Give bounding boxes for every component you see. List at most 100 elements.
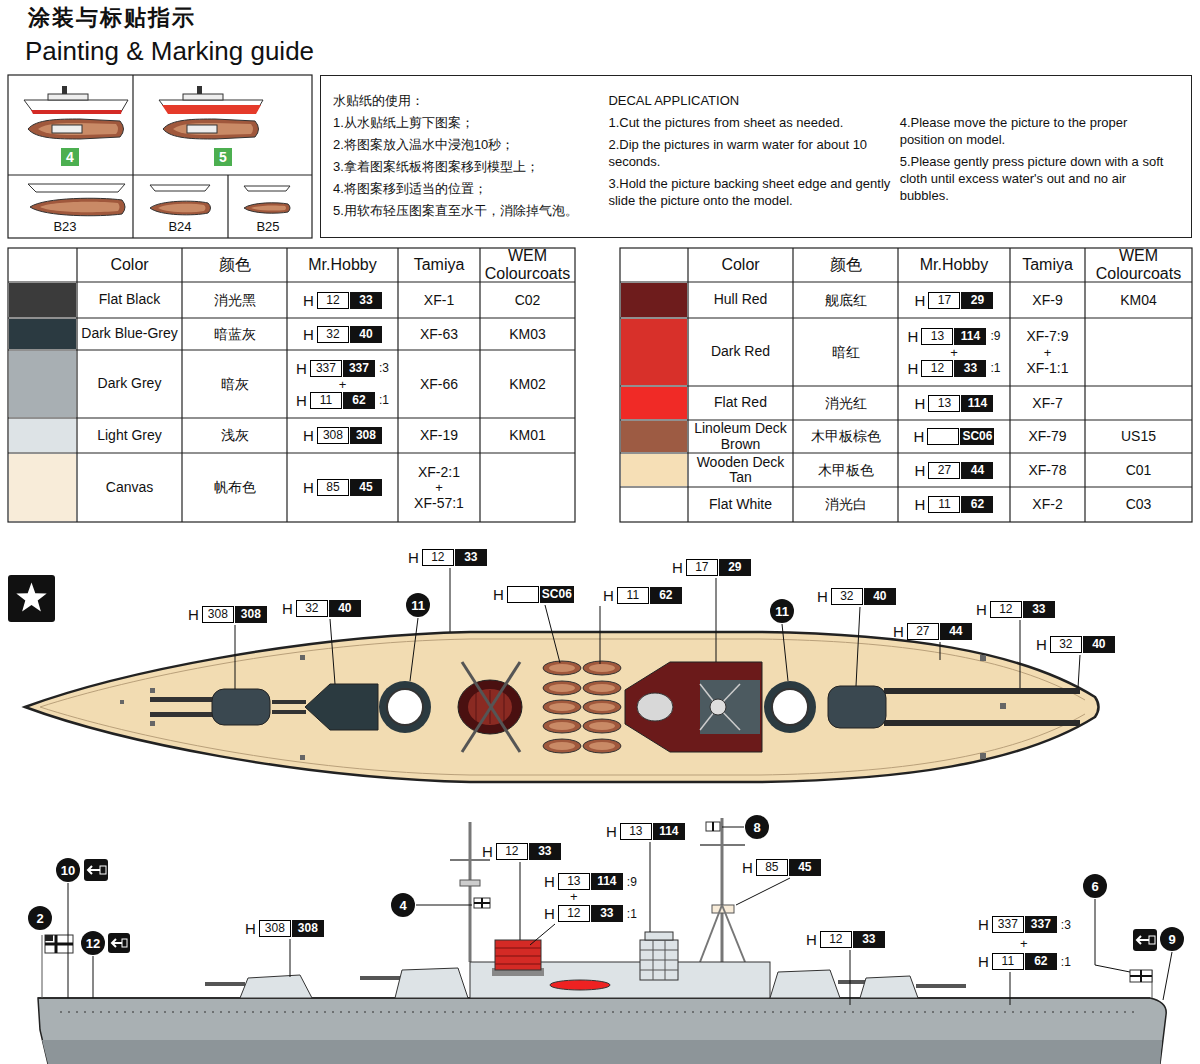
label-wrap: B24: [150, 219, 210, 234]
table-cell: 浅灰: [183, 419, 286, 452]
legend-text: Hull Red: [714, 292, 768, 307]
legend-cell: Dark Grey: [78, 351, 181, 417]
paint-brand: H: [915, 395, 926, 412]
instruction-text: 3.Hold the picture backing sheet edge an…: [608, 175, 891, 209]
paint-code-number: 114: [961, 395, 993, 412]
paint-brand: H: [908, 360, 919, 377]
paint-code: H1162: [603, 587, 682, 604]
paint-code-number: 12: [317, 292, 349, 309]
paint-brand: H: [1036, 636, 1047, 653]
paint-brand: H: [915, 462, 926, 479]
callout-number: 8: [745, 815, 769, 839]
paint-code-number: SC06: [540, 586, 574, 603]
table-cell-text: C02: [515, 292, 541, 308]
paint-code-number: 62: [650, 587, 682, 604]
paint-code: H308308: [303, 427, 382, 444]
blank-box: [507, 586, 539, 603]
paint-code-number: 13: [558, 873, 590, 890]
table-cell: XF-19: [399, 419, 479, 452]
mix-ratio: :1: [1061, 955, 1071, 969]
column-header: Mr.Hobby: [308, 256, 376, 274]
table-cell: H13114: [899, 387, 1009, 419]
paint-code-number: 33: [591, 905, 623, 922]
paint-brand: H: [493, 586, 504, 603]
node-text: 5: [219, 150, 227, 164]
column-header: Tamiya: [1022, 256, 1073, 274]
table-cell: 暗灰: [183, 351, 286, 417]
column-header: Color: [110, 256, 148, 274]
table-cell: XF-79: [1011, 421, 1084, 452]
paint-code: H1233:1: [544, 905, 637, 922]
paint-brand: H: [408, 549, 419, 566]
instruction-text: 5.用软布轻压图案直至水干，消除掉气泡。: [333, 202, 600, 219]
paint-code: H8545: [742, 859, 821, 876]
table-cell: H337337:3+H1162:1: [288, 351, 397, 417]
callout-number: 11: [770, 599, 794, 623]
paint-code: H1233: [806, 931, 885, 948]
paint-code-number: SC06: [960, 428, 994, 445]
paint-code-number: 114: [653, 823, 685, 840]
table-cell: H13114:9+H1233:1: [899, 319, 1009, 385]
paint-code: H1233: [303, 292, 382, 309]
paint-brand: H: [742, 859, 753, 876]
decal-number-badge: 5: [214, 148, 232, 166]
callout-number: 2: [28, 906, 52, 930]
color-swatch: [9, 419, 76, 452]
paint-code: H1233: [482, 843, 561, 860]
paint-code-number: 17: [686, 559, 718, 576]
table-cell: KM01: [481, 419, 574, 452]
label-wrap: Painting & Marking guide: [25, 36, 314, 67]
instruction-box: 水贴纸的使用：1.从水贴纸上剪下图案；2.将图案放入温水中浸泡10秒；3.拿着图…: [320, 75, 1192, 238]
table-cell: H3240: [288, 319, 397, 349]
paint-code: H1162: [915, 496, 994, 513]
paint-code: H1729: [915, 292, 994, 309]
legend-text: Light Grey: [97, 428, 162, 443]
decal-number-badge: 4: [61, 148, 79, 166]
paint-code-number: 12: [422, 549, 454, 566]
paint-brand: H: [296, 360, 307, 377]
table-cell: KM04: [1086, 283, 1191, 317]
table-cell: XF-66: [399, 351, 479, 417]
table-cell-text: XF-7:9: [1026, 328, 1068, 344]
paint-brand: H: [914, 428, 925, 445]
paint-code-number: 337: [992, 916, 1024, 933]
paint-code: H13114:9: [544, 873, 637, 890]
paint-code-number: 308: [350, 427, 382, 444]
paint-code-number: 29: [719, 559, 751, 576]
legend-text: Dark Red: [711, 344, 770, 359]
plus-sign: +: [339, 378, 347, 391]
node-text: 9: [1168, 933, 1175, 946]
callout-label: H1233: [806, 931, 885, 948]
table-cell-text: C01: [1126, 462, 1152, 478]
paint-brand: H: [303, 479, 314, 496]
color-swatch: [9, 454, 76, 521]
header-cell: 颜色: [794, 249, 897, 281]
legend-cell: Dark Red: [689, 319, 792, 385]
table-cell-text: 暗灰: [221, 376, 249, 392]
paint-code-number: 40: [350, 326, 382, 343]
callout-label: H3240: [1036, 636, 1115, 653]
table-cell: 暗红: [794, 319, 897, 385]
node-text: 4: [399, 899, 406, 912]
instruction-text: 1.从水贴纸上剪下图案；: [333, 114, 600, 131]
paint-code-number: 27: [907, 623, 939, 640]
callout-number: 6: [1083, 874, 1107, 898]
column-header: WEM Colourcoats: [484, 247, 571, 282]
table-cell: US15: [1086, 421, 1191, 452]
paint-code-number: 13: [620, 823, 652, 840]
color-swatch: [9, 319, 76, 349]
node-text: 11: [775, 605, 789, 618]
paint-code-number: 45: [789, 859, 821, 876]
paint-code-number: 32: [317, 326, 349, 343]
callout-number: 11: [406, 593, 430, 617]
part-number: B25: [238, 219, 298, 234]
instruction-text: 3.拿着图案纸板将图案移到模型上；: [333, 158, 600, 175]
table-cell-text: US15: [1121, 428, 1156, 444]
paint-code-number: 13: [928, 395, 960, 412]
mix-ratio: :1: [627, 907, 637, 921]
subtitle: Painting & Marking guide: [25, 36, 314, 67]
paint-brand: H: [806, 931, 817, 948]
table-cell: KM02: [481, 351, 574, 417]
header-cell: WEM Colourcoats: [1086, 249, 1191, 281]
